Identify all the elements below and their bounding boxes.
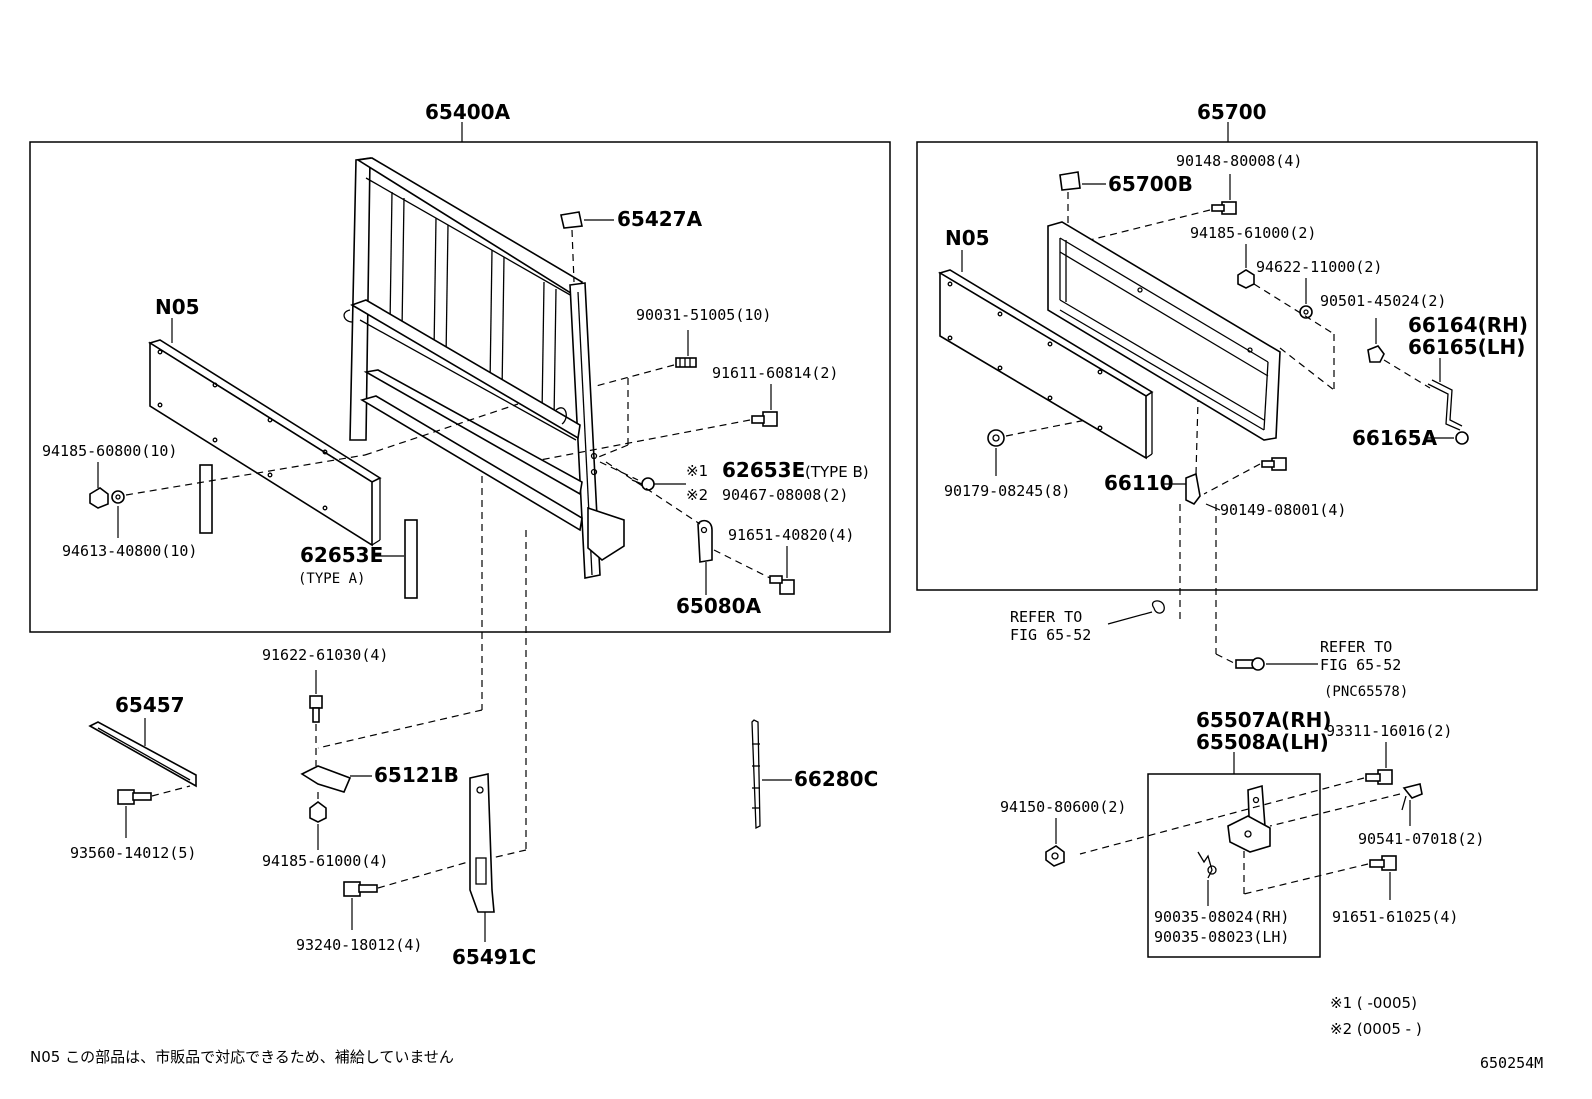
bolt-93560 [117,789,152,805]
label-62653E-typeA: 62653E [300,543,383,567]
panel-n05-right [938,269,1154,460]
label-94150: 94150-80600(2) [1000,798,1126,816]
bolt-90148 [1211,201,1237,215]
label-94185-61000-4: 94185-61000(4) [262,852,388,870]
bolt-91622 [309,695,323,723]
label-90179: 90179-08245(8) [944,482,1070,500]
hinge-65507A [1227,784,1271,853]
label-66110: 66110 [1104,471,1174,495]
pin-refer2 [1235,657,1265,671]
group-title-65400A: 65400A [425,100,511,124]
label-90501: 90501-45024(2) [1320,292,1446,310]
bracket-66110 [1185,472,1201,506]
label-62653E-typeA-sub: (TYPE A) [298,571,365,587]
spring-refer1 [1151,600,1165,614]
label-94185-61000-2: 94185-61000(2) [1190,224,1316,242]
bolt-93311 [1365,769,1393,785]
label-pnc: (PNC65578) [1324,684,1408,700]
strip-62653E-a2 [404,519,418,599]
label-91651-40820: 91651-40820(4) [728,526,854,544]
knob-66165A [1455,431,1469,445]
label-91622: 91622-61030(4) [262,646,388,664]
label-65457: 65457 [115,693,185,717]
bolt-93240 [343,881,378,897]
label-90148: 90148-80008(4) [1176,152,1302,170]
strip-62653E-a [199,464,213,534]
label-66164: 66164(RH) [1408,313,1528,337]
plate-65491C [469,773,495,913]
label-66165A: 66165A [1352,426,1438,450]
label-65080A: 65080A [676,594,762,618]
mark-2: ※2 [686,486,708,504]
label-n05-right: N05 [945,226,990,250]
label-94622: 94622-11000(2) [1256,258,1382,276]
label-66280C: 66280C [794,767,878,791]
label-94613: 94613-40800(10) [62,542,197,560]
panel-n05-left [148,339,382,547]
label-90149: 90149-08001(4) [1220,501,1346,519]
label-62653E-typeB-sub: (TYPE B) [805,463,869,481]
label-90031: 90031-51005(10) [636,306,771,324]
note-n05: N05 この部品は、市販品で対応できるため、補給していません [30,1048,454,1066]
mark-1: ※1 [686,462,708,480]
footnote-2: ※2 (0005 - ) [1330,1020,1422,1038]
label-90541: 90541-07018(2) [1358,830,1484,848]
label-refer1-b: FIG 65-52 [1010,626,1091,644]
bolt-90149 [1261,457,1287,471]
cap-65427A [560,211,583,229]
label-refer1-a: REFER TO [1010,608,1082,626]
diagram-id: 650254M [1480,1054,1543,1072]
label-93240: 93240-18012(4) [296,936,422,954]
group-title-65507A: 65507A(RH) [1196,708,1331,732]
tailgate-frame-drawing [1047,221,1281,441]
pin-90541 [1401,783,1423,811]
label-65427A: 65427A [617,207,703,231]
handle-66164 [1427,379,1463,431]
label-refer2-a: REFER TO [1320,638,1392,656]
headboard-frame-drawing [343,157,625,579]
nut-94185-60800 [89,487,125,509]
group-title-65508A: 65508A(LH) [1196,730,1329,754]
label-62653E-typeB: 62653E [722,458,805,482]
cap-65700B [1059,171,1081,191]
bushing-90501 [1367,345,1385,363]
label-91611: 91611-60814(2) [712,364,838,382]
bolt-90031 [675,357,697,368]
bolt-91651-40820 [769,575,795,595]
group-box-65700 [916,141,1538,591]
label-65700B: 65700B [1108,172,1193,196]
bolt-91611 [751,411,778,427]
group-box-65400A [29,141,891,633]
label-90467: 90467-08008(2) [722,486,848,504]
nut-94185-61000-2 [1237,269,1255,289]
label-65491C: 65491C [452,945,536,969]
label-94185-60800: 94185-60800(10) [42,442,177,460]
label-66165: 66165(LH) [1408,335,1525,359]
spring-90035 [1197,851,1217,879]
label-n05-left: N05 [155,295,200,319]
label-93311: 93311-16016(2) [1326,722,1452,740]
group-title-65700: 65700 [1197,100,1267,124]
label-93560: 93560-14012(5) [70,844,196,862]
rod-66280C [751,719,761,830]
label-90035-a: 90035-08024(RH) [1154,908,1289,926]
label-90035-b: 90035-08023(LH) [1154,928,1289,946]
label-refer2-b: FIG 65-52 [1320,656,1401,674]
latch-65080A [697,519,713,563]
bracket-65121B [300,765,352,793]
washer-94622 [1299,305,1313,319]
bolt-91651-61025 [1369,855,1397,871]
cap-90179 [987,429,1005,447]
nut-94150 [1045,845,1065,867]
nut-94185-61000 [309,801,327,823]
label-65121B: 65121B [374,763,459,787]
footnote-1: ※1 ( -0005) [1330,994,1417,1012]
label-91651-61025: 91651-61025(4) [1332,908,1458,926]
pin-62653E-typeB [631,477,655,491]
